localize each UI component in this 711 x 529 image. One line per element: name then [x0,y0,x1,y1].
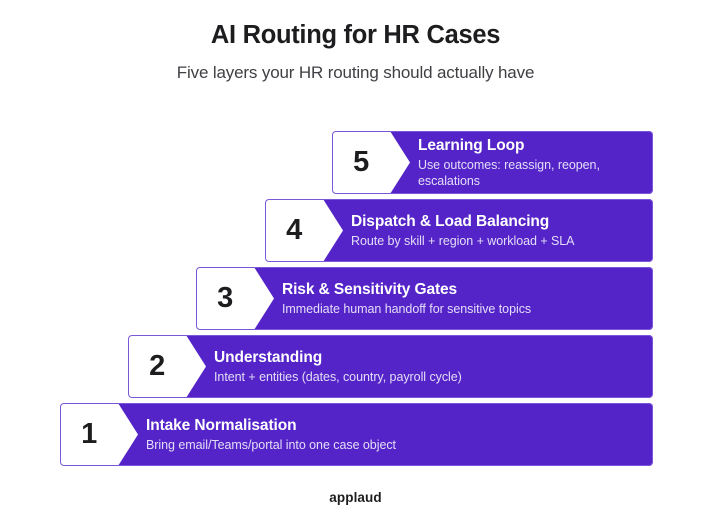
layer-number-5: 5 [353,146,369,178]
footer: applaud [0,489,711,507]
layer-row-5[interactable]: 5 Learning Loop Use outcomes: reassign, … [332,131,653,194]
layer-row-3[interactable]: 3 Risk & Sensitivity Gates Immediate hum… [196,267,653,330]
layer-number-4: 4 [286,214,302,246]
layer-bar-1: 1 Intake Normalisation Bring email/Teams… [60,403,653,466]
chevron-plate-1: 1 [60,403,138,466]
layer-title-2: Understanding [214,349,323,366]
chevron-plate-3: 3 [196,267,274,330]
layer-text-2: Understanding Intent + entities (dates, … [206,335,643,398]
layer-title-4: Dispatch & Load Balancing [351,213,550,230]
layer-title-3: Risk & Sensitivity Gates [282,281,458,298]
layer-bar-3: 3 Risk & Sensitivity Gates Immediate hum… [196,267,653,330]
layer-description-3: Immediate human handoff for sensitive to… [282,302,532,316]
layer-text-1: Intake Normalisation Bring email/Teams/p… [138,403,643,466]
layer-number-1: 1 [81,418,97,450]
layer-row-2[interactable]: 2 Understanding Intent + entities (dates… [128,335,653,398]
layer-text-3: Risk & Sensitivity Gates Immediate human… [274,267,643,330]
chevron-plate-5: 5 [332,131,410,194]
layer-number-3: 3 [217,282,233,314]
layer-bar-2: 2 Understanding Intent + entities (dates… [128,335,653,398]
layer-description-1: Bring email/Teams/portal into one case o… [146,438,396,452]
chevron-plate-4: 4 [265,199,343,262]
layer-title-1: Intake Normalisation [146,417,297,434]
applaud-wordmark: applaud [329,490,382,505]
page-subtitle: Five layers your HR routing should actua… [176,63,535,82]
layer-text-5: Learning Loop Use outcomes: reassign, re… [410,131,643,194]
layer-stack: 5 Learning Loop Use outcomes: reassign, … [0,131,711,471]
layer-description-5: Use outcomes: reassign, reopen, escalati… [418,158,600,188]
layer-text-4: Dispatch & Load Balancing Route by skill… [343,199,643,262]
layer-description-4: Route by skill + region + workload + SLA [351,234,575,248]
page-title: AI Routing for HR Cases [210,21,501,49]
layer-title-5: Learning Loop [418,137,525,154]
header: AI Routing for HR Cases Five layers your… [0,18,711,85]
layer-row-1[interactable]: 1 Intake Normalisation Bring email/Teams… [60,403,653,466]
chevron-plate-2: 2 [128,335,206,398]
layer-description-2: Intent + entities (dates, country, payro… [214,370,462,384]
layer-row-4[interactable]: 4 Dispatch & Load Balancing Route by ski… [265,199,653,262]
layer-number-2: 2 [149,350,165,382]
layer-bar-5: 5 Learning Loop Use outcomes: reassign, … [332,131,653,194]
layer-bar-4: 4 Dispatch & Load Balancing Route by ski… [265,199,653,262]
